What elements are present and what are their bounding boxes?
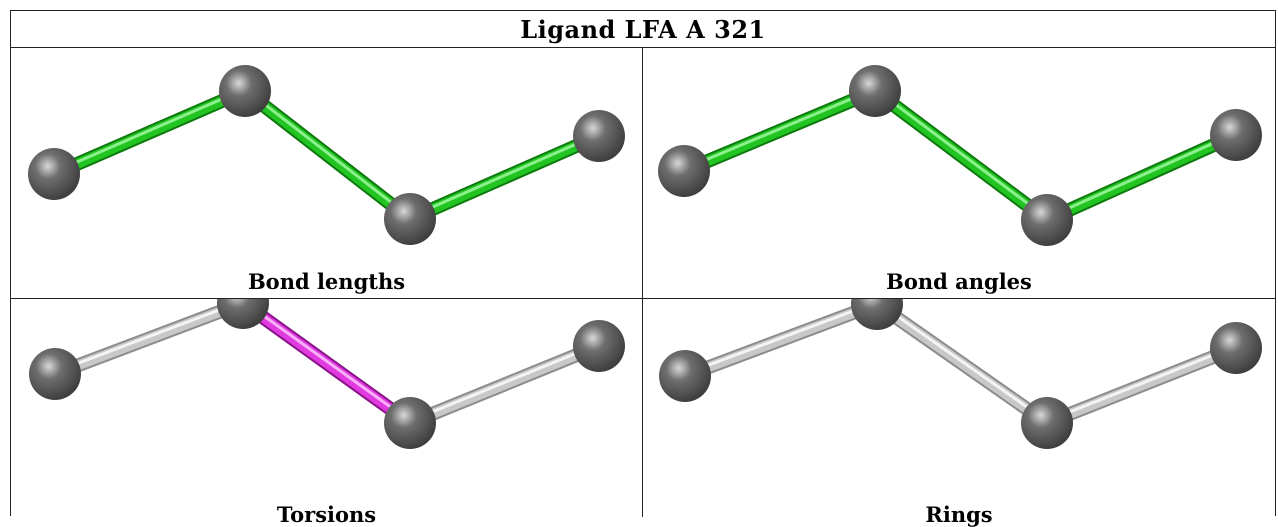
molecule-image-bond-lengths [28,65,625,245]
atom [1210,322,1262,374]
bond-green [677,84,882,178]
bond-magenta [236,299,417,430]
table-header: Ligand LFA A 321 [11,11,1275,48]
caption-bond-lengths: Bond lengths [247,269,406,294]
bond-green [47,84,252,181]
panel-bond-angles: Bond angles [643,48,1275,299]
atom [219,65,271,117]
atom [1021,194,1073,246]
atom [217,299,269,329]
molecule-image-rings [659,299,1262,449]
atom [851,299,903,330]
atom [384,397,436,449]
bond-gray [48,299,250,381]
atom [659,350,711,402]
ligand-title: Ligand LFA A 321 [520,14,766,44]
panel-torsions: Torsions [11,299,643,527]
caption-bond-angles: Bond angles [886,269,1032,294]
molecule-image-torsions [29,299,625,449]
atom [28,148,80,200]
bond-gray [870,299,1054,430]
bond-green [868,84,1054,227]
atom [658,145,710,197]
bond-green [238,84,417,226]
panel-rings: Rings [643,299,1275,527]
atom [1021,397,1073,449]
bond-gray [678,299,884,383]
atom [573,320,625,372]
atom [1210,109,1262,161]
caption-torsions: Torsions [276,502,377,527]
bond-gray [1040,341,1243,430]
caption-rings: Rings [925,502,993,527]
bond-green [1040,128,1243,227]
atom [384,193,436,245]
panel-bond-lengths: Bond lengths [11,48,643,299]
atom [29,348,81,400]
ligand-validation-table: Ligand LFA A 321 Bond lengths Bond angle… [10,10,1276,527]
bond-green [403,129,606,226]
bond-gray [403,339,606,430]
molecule-image-bond-angles [658,65,1262,246]
atom [573,110,625,162]
atom [849,65,901,117]
